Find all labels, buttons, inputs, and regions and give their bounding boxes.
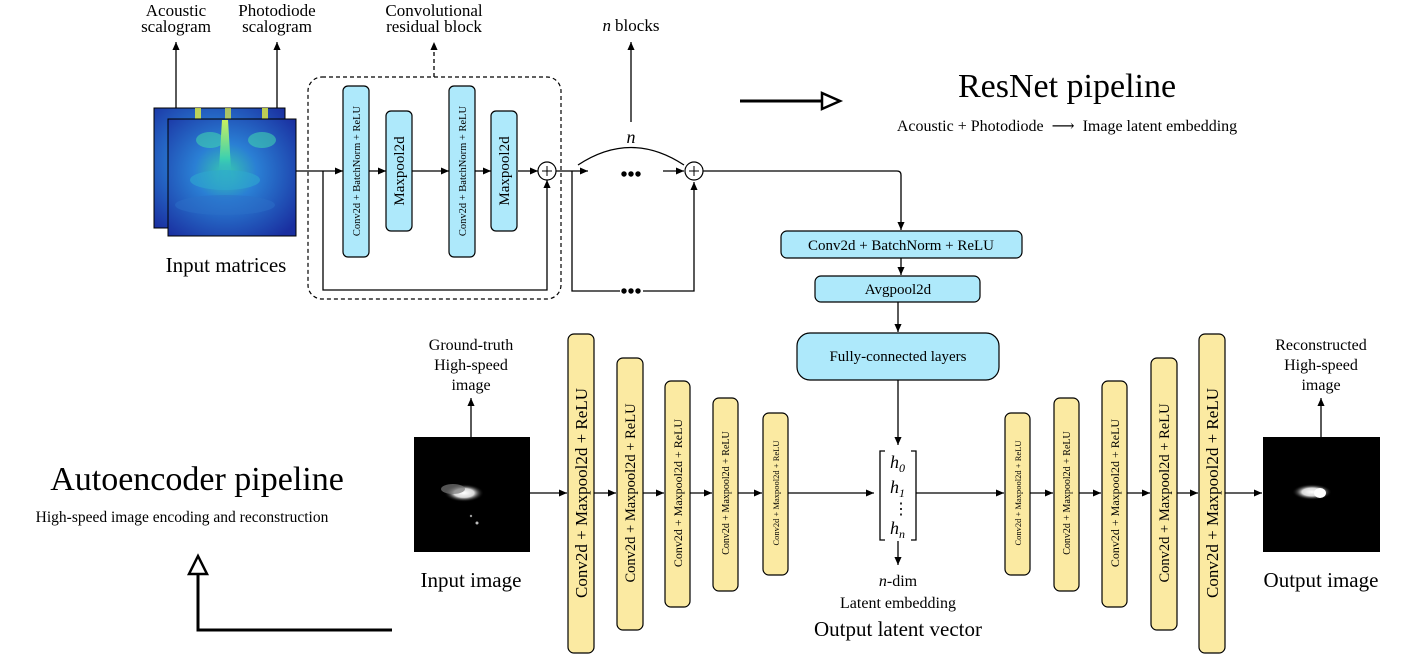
encoder-block-2-label: Conv2d + Maxpool2d + ReLU <box>623 403 639 583</box>
photodiode-label-2: scalogram <box>242 17 312 36</box>
latent-h1: h1 <box>890 477 905 500</box>
latent-h0: h0 <box>890 452 905 475</box>
encoder-block-1-label: Conv2d + Maxpool2d + ReLU <box>572 388 591 598</box>
gt-label-1: Ground-truth <box>429 337 513 354</box>
photodiode-scalogram <box>167 118 297 237</box>
flow-to-conv-bn <box>703 170 905 230</box>
decoder-block-1-label: Conv2d + Maxpool2d + ReLU <box>1013 441 1023 546</box>
acoustic-label-2: scalogram <box>141 17 211 36</box>
avgpool-label: Avgpool2d <box>865 282 932 298</box>
autoencoder-title: Autoencoder pipeline <box>50 461 344 498</box>
encoder-block-5 <box>762 412 789 576</box>
encoder-block-3 <box>664 380 691 608</box>
n-blocks-arc <box>577 146 685 166</box>
block-pool1 <box>385 110 413 232</box>
encoder-block-3-label: Conv2d + Maxpool2d + ReLU <box>671 419 685 568</box>
decoder-block-3 <box>1101 380 1128 608</box>
skip-connection-1 <box>322 171 551 291</box>
input-matrices-label: Input matrices <box>166 253 287 277</box>
latent-hn: hn <box>890 518 905 541</box>
autoencoder-title-arrow <box>196 573 392 632</box>
block-label-2: residual block <box>386 17 482 36</box>
decoder-block-1 <box>1004 412 1031 576</box>
encoder-block-4-label: Conv2d + Maxpool2d + ReLU <box>721 430 732 554</box>
add-node-1 <box>537 161 557 181</box>
block-conv1-label: Conv2d + BatchNorm + ReLU <box>352 105 363 236</box>
rec-label-1: Reconstructed <box>1275 337 1367 354</box>
resnet-title-arrow-head <box>820 91 844 111</box>
block-conv2-label: Conv2d + BatchNorm + ReLU <box>458 105 469 236</box>
rec-label-3: image <box>1301 377 1340 394</box>
gt-label-3: image <box>451 377 490 394</box>
acoustic-label-1: Acoustic <box>146 1 207 20</box>
decoder-block-4-label: Conv2d + Maxpool2d + ReLU <box>1157 403 1173 583</box>
autoencoder-title-arrow-head <box>186 553 210 576</box>
decoder-block-2-label: Conv2d + Maxpool2d + ReLU <box>1062 430 1073 554</box>
block-conv2 <box>448 85 476 258</box>
block-label-1: Convolutional <box>385 1 483 20</box>
block-pool1-label: Maxpool2d <box>392 136 408 206</box>
encoder-block-5-label: Conv2d + Maxpool2d + ReLU <box>771 441 781 546</box>
gt-label-2: High-speed <box>434 357 508 374</box>
decoder-block-5-label: Conv2d + Maxpool2d + ReLU <box>1203 388 1222 598</box>
n-symbol: n <box>627 127 636 147</box>
block-conv1 <box>342 85 370 258</box>
autoencoder-subtitle: High-speed image encoding and reconstruc… <box>36 509 329 526</box>
resnet-title: ResNet pipeline <box>958 68 1176 105</box>
block-pool2-label: Maxpool2d <box>497 136 513 206</box>
fc-label: Fully-connected layers <box>829 349 966 365</box>
skip-dots: ••• <box>620 281 641 303</box>
encoder-block-2 <box>616 357 644 631</box>
decoder-block-2 <box>1053 397 1080 592</box>
latent-embedding-label: Latent embedding <box>840 595 956 612</box>
skip-connection-2a <box>571 171 620 292</box>
block-pool2 <box>490 110 518 232</box>
latent-vector: h0 h1 ⋮ hn <box>879 450 917 541</box>
input-image-label: Input image <box>421 568 522 592</box>
residual-block-frame <box>307 76 562 300</box>
skip-connection-2b <box>643 182 698 292</box>
ndim-label: n-dim <box>879 573 918 590</box>
input-image <box>414 437 530 552</box>
output-image-label: Output image <box>1264 568 1379 592</box>
decoder-block-4 <box>1150 357 1178 631</box>
photodiode-label-1: Photodiode <box>238 1 315 20</box>
encoder-block-4 <box>712 397 739 592</box>
decoder-block-3-label: Conv2d + Maxpool2d + ReLU <box>1108 419 1122 568</box>
resnet-subtitle: Acoustic + Photodiode⟶Image latent embed… <box>897 118 1237 135</box>
output-image <box>1263 437 1380 552</box>
conv-bn-relu-label: Conv2d + BatchNorm + ReLU <box>808 238 994 254</box>
latent-vector-label: Output latent vector <box>814 617 982 641</box>
main-dots: ••• <box>620 164 641 186</box>
latent-vdots: ⋮ <box>893 501 909 518</box>
add-node-2 <box>684 161 704 181</box>
rec-label-2: High-speed <box>1284 357 1358 374</box>
